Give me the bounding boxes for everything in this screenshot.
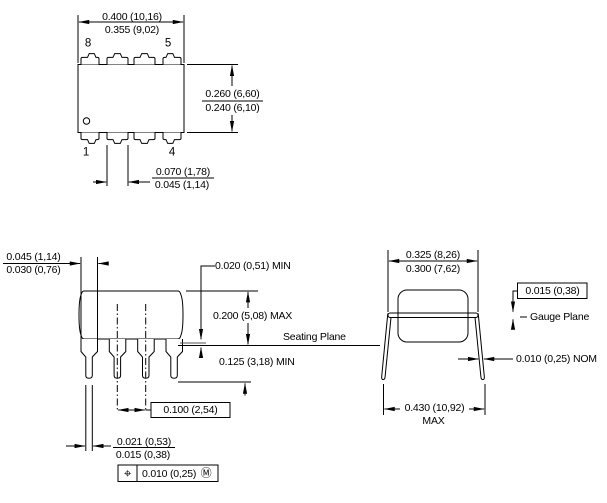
package-body-end <box>397 289 469 343</box>
dim-lead-width-lower: 0.015 (0,38) <box>115 448 171 461</box>
lead-shoulder-bar <box>387 312 479 318</box>
dim-pin-width-upper: 0.070 (1,78) <box>155 165 211 178</box>
pin1-index-mark <box>82 117 91 125</box>
top-width-dimension <box>77 15 185 63</box>
lead-width-dimension <box>66 385 175 451</box>
dim-top-height-upper: 0.260 (6,60) <box>205 87 260 100</box>
dim-body-height: 0.200 (5,08) MAX <box>213 309 293 322</box>
dim-pin-width-lower: 0.045 (1,14) <box>154 178 210 191</box>
top-height-dimension <box>187 64 263 133</box>
pin-label-4: 4 <box>168 146 176 159</box>
true-position-frame <box>117 464 219 482</box>
pin-3 <box>133 132 156 144</box>
mmc-modifier-icon: Ⓜ <box>200 467 212 479</box>
overall-spread-dimension <box>383 384 486 415</box>
pin-label-8: 8 <box>84 37 92 50</box>
pin-1 <box>80 132 100 144</box>
end-view <box>381 250 588 415</box>
dim-lead-width-upper: 0.021 (0,53) <box>116 435 172 448</box>
top-view-pins-lower <box>80 132 182 144</box>
standoff-dimension <box>180 265 215 358</box>
dim-top-width-lower: 0.355 (9,02) <box>104 23 160 36</box>
true-position-value: 0.010 (0,25) <box>142 467 197 480</box>
dim-gauge-offset: 0.015 (0,38) <box>525 284 580 297</box>
side-view <box>3 257 380 482</box>
dim-shoulder-lower: 0.030 (0,76) <box>6 263 61 276</box>
seating-plane-label: Seating Plane <box>283 330 346 343</box>
end-lead-left <box>381 313 392 381</box>
top-view <box>77 15 263 186</box>
top-pinwidth-dimension <box>93 145 214 186</box>
side-pin-1 <box>80 339 98 379</box>
dim-row-spacing-lower: 0.300 (7,62) <box>405 262 461 275</box>
pin-8 <box>80 53 100 65</box>
row-spacing-dimension <box>387 250 479 312</box>
package-body-top <box>77 64 185 133</box>
dim-lead-thickness: 0.010 (0,25) NOM <box>516 352 597 365</box>
pitch-dim-box <box>150 402 231 418</box>
pin-2 <box>106 132 129 144</box>
shoulder-width-dimension <box>3 257 109 340</box>
dim-shoulder-upper: 0.045 (1,14) <box>6 250 61 263</box>
dim-standoff: 0.020 (0,51) MIN <box>215 259 291 272</box>
dim-overall-spread: 0.430 (10,92) <box>404 401 465 414</box>
lead-length-dimension <box>178 381 251 396</box>
pin-7 <box>106 53 129 65</box>
end-lead-right <box>474 313 485 381</box>
pin-label-1: 1 <box>82 146 90 159</box>
dim-lead-length: 0.125 (3,18) MIN <box>219 355 295 368</box>
dim-row-spacing-upper: 0.325 (8,26) <box>405 248 461 261</box>
pin-5 <box>162 53 182 65</box>
pin-6 <box>133 53 156 65</box>
gauge-plane-dimension <box>510 282 588 330</box>
dim-top-height-lower: 0.240 (6,10) <box>205 101 260 114</box>
true-position-icon: ⌖ <box>123 465 132 481</box>
body-height-dimension <box>186 290 258 346</box>
top-view-pins-upper <box>80 53 182 65</box>
gauge-plane-label: Gauge Plane <box>530 310 590 323</box>
side-view-pins <box>80 339 183 379</box>
dim-overall-spread-max: MAX <box>422 414 445 427</box>
dim-pitch: 0.100 (2,54) <box>163 403 218 416</box>
side-pin-4 <box>165 339 183 379</box>
pitch-dimension <box>117 402 231 418</box>
pin-label-5: 5 <box>164 37 172 50</box>
pin-4 <box>162 132 182 144</box>
end-view-leads <box>381 313 485 381</box>
package-body-side <box>78 290 184 340</box>
dim-top-width-upper: 0.400 (10,16) <box>102 10 162 23</box>
